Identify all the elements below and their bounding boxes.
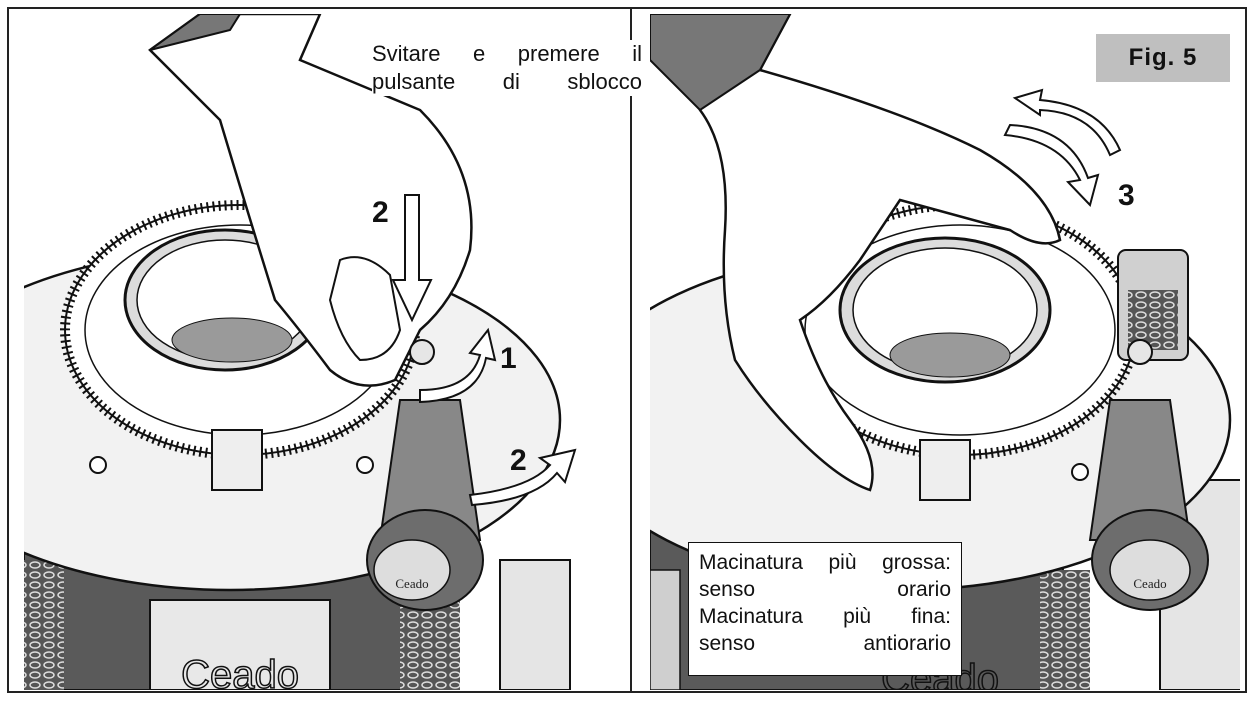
step-label-unscrew: 1 — [500, 342, 517, 375]
left-coil — [24, 560, 64, 690]
clockwise-arrow-icon — [1003, 123, 1100, 207]
step-label-press: 2 — [372, 196, 389, 229]
left-panel: Ceado Ceado 2 1 2 — [24, 14, 577, 697]
dial-clamp — [211, 429, 263, 491]
release-button — [409, 339, 435, 365]
knob-face — [373, 539, 451, 601]
note-fine-direction: senso antiorario — [699, 632, 951, 655]
note-coarse-heading: Macinatura più grossa: — [699, 551, 951, 574]
pull-arrow-icon — [468, 448, 577, 507]
dial-scale-ring-right — [804, 224, 1116, 436]
screw-right-panel — [1071, 463, 1089, 481]
frame-border — [7, 7, 1247, 693]
screw-left — [89, 456, 107, 474]
body-brand: Ceado — [181, 653, 299, 697]
side-rail — [499, 559, 571, 690]
note-coarse-direction: senso orario — [699, 578, 951, 601]
unscrew-arrow-icon — [419, 327, 497, 404]
left-sleeve — [149, 14, 242, 51]
knob-brand-right: Ceado — [1133, 576, 1166, 591]
step-label-pull: 2 — [510, 444, 527, 477]
side-rail-left — [650, 569, 681, 690]
right-coil-right — [1040, 570, 1090, 690]
press-arrow-icon — [391, 194, 433, 323]
note-fine-heading: Macinatura più fina: — [699, 605, 951, 628]
counterclockwise-arrow-icon — [1012, 88, 1122, 157]
knob-brand: Ceado — [395, 576, 428, 591]
burr-set-right — [889, 332, 1011, 378]
thumb — [328, 256, 402, 362]
burr-set — [171, 317, 293, 363]
unlock-instruction: Svitare e premere il pulsante di sblocco — [372, 40, 642, 96]
right-sleeve — [650, 14, 792, 112]
grind-adjust-note: Macinatura più grossa: senso orario Maci… — [688, 542, 962, 676]
unlock-instruction-line2: pulsante di sblocco — [372, 69, 642, 94]
right-hand — [650, 14, 1062, 492]
unlock-instruction-line1: Svitare e premere il — [372, 41, 642, 66]
dial-clamp-right — [919, 439, 971, 501]
release-button-right — [1127, 339, 1153, 365]
figure-label: Fig. 5 — [1096, 34, 1230, 82]
step-label-rotate: 3 — [1118, 179, 1135, 212]
chute-plate — [149, 599, 331, 690]
knob-face-right — [1109, 539, 1191, 601]
right-panel: Ceado Ceado 3 — [650, 14, 1240, 690]
screw-right — [356, 456, 374, 474]
